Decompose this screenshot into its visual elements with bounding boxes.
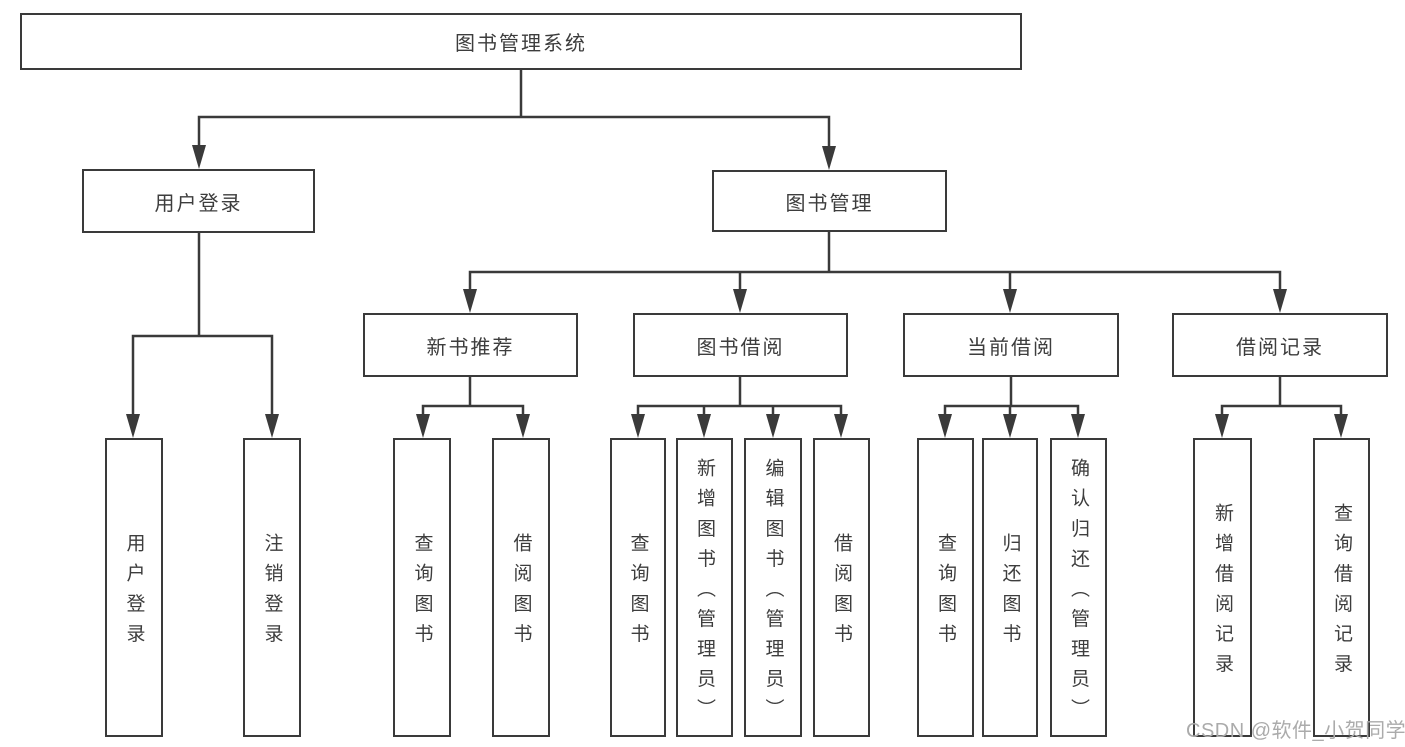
- node-root: 图书管理系统: [20, 13, 1022, 70]
- leaf-query-books-current-label: 查询图书: [935, 532, 956, 654]
- leaf-add-books-admin-label: 新增图书（管理员）: [694, 457, 715, 729]
- node-current-borrow: 当前借阅: [903, 313, 1119, 377]
- leaf-user-login-label: 用户登录: [123, 532, 145, 654]
- leaf-edit-books-admin: 编辑图书（管理员）: [744, 438, 802, 737]
- leaf-query-books-borrow: 查询图书: [610, 438, 666, 737]
- leaf-query-borrow-record: 查询借阅记录: [1313, 438, 1370, 737]
- leaf-add-borrow-record-label: 新增借阅记录: [1212, 502, 1233, 684]
- leaf-query-books-recommend-label: 查询图书: [411, 532, 433, 654]
- leaf-query-books-current: 查询图书: [917, 438, 974, 737]
- node-current-borrow-label: 当前借阅: [967, 336, 1055, 359]
- node-new-book-recommend-label: 新书推荐: [426, 336, 515, 359]
- leaf-logout-label: 注销登录: [261, 532, 283, 654]
- node-book-borrow-label: 图书借阅: [696, 336, 785, 359]
- leaf-logout: 注销登录: [243, 438, 301, 737]
- leaf-query-books-borrow-label: 查询图书: [627, 532, 649, 654]
- leaf-borrow-books-recommend-label: 借阅图书: [510, 532, 532, 654]
- leaf-add-books-admin: 新增图书（管理员）: [676, 438, 733, 737]
- leaf-borrow-books: 借阅图书: [813, 438, 870, 737]
- node-book-borrow: 图书借阅: [633, 313, 848, 377]
- leaf-add-borrow-record: 新增借阅记录: [1193, 438, 1252, 737]
- leaf-confirm-return-admin-label: 确认归还（管理员）: [1068, 457, 1089, 729]
- leaf-confirm-return-admin: 确认归还（管理员）: [1050, 438, 1107, 737]
- watermark: CSDN @软件_小贺同学: [1186, 720, 1405, 742]
- node-borrow-records-label: 借阅记录: [1236, 336, 1324, 359]
- leaf-edit-books-admin-label: 编辑图书（管理员）: [762, 457, 784, 729]
- leaf-query-borrow-record-label: 查询借阅记录: [1331, 502, 1352, 684]
- leaf-return-books-label: 归还图书: [999, 532, 1021, 654]
- leaf-user-login: 用户登录: [105, 438, 163, 737]
- leaf-query-books-recommend: 查询图书: [393, 438, 451, 737]
- node-user-login: 用户登录: [82, 169, 315, 233]
- node-book-management-label: 图书管理: [785, 192, 874, 215]
- leaf-borrow-books-recommend: 借阅图书: [492, 438, 550, 737]
- node-book-management: 图书管理: [712, 170, 947, 232]
- leaf-return-books: 归还图书: [982, 438, 1038, 737]
- arrowheads: [126, 145, 1348, 438]
- node-new-book-recommend: 新书推荐: [363, 313, 578, 377]
- leaf-borrow-books-label: 借阅图书: [831, 532, 852, 654]
- node-root-label: 图书管理系统: [455, 33, 587, 55]
- node-borrow-records: 借阅记录: [1172, 313, 1388, 377]
- node-user-login-label: 用户登录: [154, 192, 243, 215]
